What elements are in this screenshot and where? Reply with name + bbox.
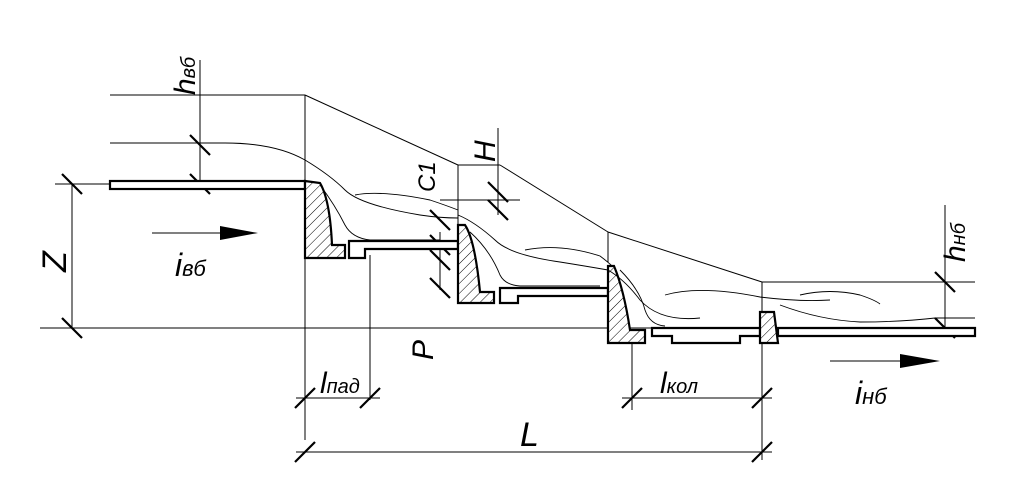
label-l-pad: lпад <box>320 367 360 400</box>
dimension-h <box>487 181 509 221</box>
svg-text:hнб: hнб <box>939 222 972 262</box>
dimension-l <box>294 441 773 463</box>
end-sill-and-downstream-apron <box>758 310 977 345</box>
step-2 <box>456 223 610 305</box>
step-3 <box>606 264 762 345</box>
label-z: Z <box>36 250 74 273</box>
label-p: P <box>407 340 440 360</box>
water-surface <box>110 142 975 327</box>
dimension-z <box>61 173 83 339</box>
svg-text:Z: Z <box>36 250 74 273</box>
svg-text:H: H <box>469 140 502 162</box>
dimension-l-pad <box>294 387 381 409</box>
upstream-slope-arrow <box>152 226 258 240</box>
label-h-nb: hнб <box>939 222 972 262</box>
label-l-kol: lкол <box>660 367 698 400</box>
dimension-l-kol <box>621 387 773 409</box>
label-i-vb: iвб <box>175 247 207 283</box>
svg-text:P: P <box>407 340 440 360</box>
dimension-p <box>429 249 451 299</box>
upstream-apron <box>108 179 307 191</box>
svg-text:hвб: hвб <box>169 56 202 95</box>
label-i-nb: iнб <box>855 375 888 411</box>
label-c1: C1 <box>414 161 441 192</box>
downstream-slope-arrow <box>830 354 940 368</box>
svg-text:C1: C1 <box>414 161 441 192</box>
label-h-vb: hвб <box>169 56 202 95</box>
label-h: H <box>469 140 502 162</box>
label-l: L <box>520 416 539 454</box>
